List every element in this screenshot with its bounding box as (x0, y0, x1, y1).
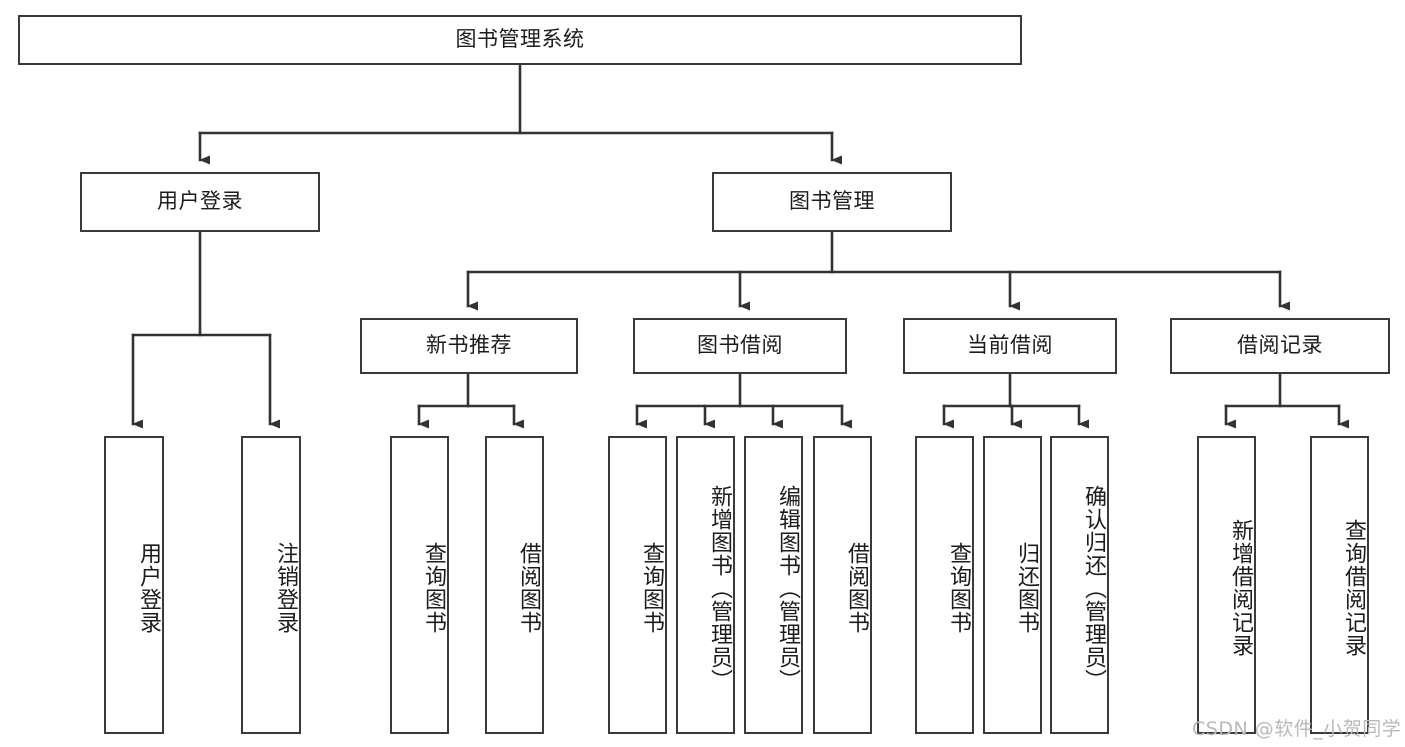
leaf-label: 注销登录 (273, 542, 298, 634)
leaf-label: 查询图书 (639, 542, 664, 634)
node-book-management-label: 图书管理 (789, 189, 875, 214)
leaf-borrow-records-query-record[interactable]: 查询借阅记录 (1310, 436, 1369, 734)
leaf-label: 确认归还（管理员） (1081, 484, 1106, 692)
leaf-new-book-borrow-book[interactable]: 借阅图书 (485, 436, 544, 734)
node-borrow-records[interactable]: 借阅记录 (1170, 318, 1390, 374)
node-book-borrow[interactable]: 图书借阅 (633, 318, 847, 374)
leaf-label: 新增借阅记录 (1228, 519, 1253, 657)
leaf-book-borrow-add-book-admin[interactable]: 新增图书（管理员） (676, 436, 735, 734)
leaf-current-borrow-confirm-return-admin[interactable]: 确认归还（管理员） (1050, 436, 1109, 734)
leaf-label: 用户登录 (136, 542, 161, 634)
leaf-current-borrow-query-book[interactable]: 查询图书 (915, 436, 974, 734)
leaf-book-borrow-query-book[interactable]: 查询图书 (608, 436, 667, 734)
leaf-label: 借阅图书 (516, 542, 541, 634)
leaf-label: 查询图书 (421, 542, 446, 634)
node-current-borrow[interactable]: 当前借阅 (903, 318, 1117, 374)
node-book-management[interactable]: 图书管理 (712, 172, 952, 232)
leaf-label: 借阅图书 (844, 542, 869, 634)
node-borrow-records-label: 借阅记录 (1237, 333, 1323, 358)
leaf-label: 新增图书（管理员） (707, 484, 732, 692)
leaf-user-login-logout[interactable]: 注销登录 (241, 436, 301, 734)
node-book-borrow-label: 图书借阅 (697, 333, 783, 358)
leaf-borrow-records-add-record[interactable]: 新增借阅记录 (1197, 436, 1256, 734)
node-user-login-label: 用户登录 (157, 189, 243, 214)
leaf-label: 编辑图书（管理员） (775, 484, 800, 692)
node-user-login[interactable]: 用户登录 (80, 172, 320, 232)
leaf-label: 查询借阅记录 (1341, 519, 1366, 657)
node-root-book-management-system[interactable]: 图书管理系统 (18, 15, 1022, 65)
node-new-book-recommend-label: 新书推荐 (426, 333, 512, 358)
leaf-book-borrow-edit-book-admin[interactable]: 编辑图书（管理员） (744, 436, 803, 734)
leaf-book-borrow-borrow-book[interactable]: 借阅图书 (813, 436, 872, 734)
leaf-current-borrow-return-book[interactable]: 归还图书 (983, 436, 1042, 734)
leaf-label: 归还图书 (1014, 542, 1039, 634)
node-root-label: 图书管理系统 (455, 27, 585, 52)
node-new-book-recommend[interactable]: 新书推荐 (360, 318, 578, 374)
leaf-user-login-login[interactable]: 用户登录 (104, 436, 164, 734)
node-current-borrow-label: 当前借阅 (967, 333, 1053, 358)
leaf-new-book-query-book[interactable]: 查询图书 (390, 436, 449, 734)
leaf-label: 查询图书 (946, 542, 971, 634)
